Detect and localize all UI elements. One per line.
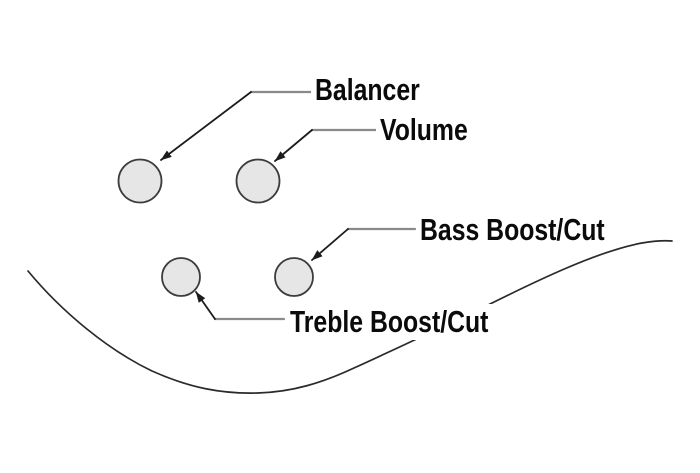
balancer-arrow: [160, 91, 252, 161]
volume-label: Volume: [376, 112, 472, 147]
treble-boost-cut-label: Treble Boost/Cut: [286, 304, 493, 340]
volume-knob: [235, 158, 281, 204]
volume-arrow: [274, 129, 313, 162]
treble-knob: [161, 257, 201, 297]
balancer-knob: [117, 158, 163, 204]
bass-arrow: [311, 228, 349, 261]
treble-arrow: [195, 291, 216, 320]
balancer-label: Balancer: [311, 72, 424, 107]
body-outline-curve: [27, 239, 673, 394]
bass-boost-cut-label: Bass Boost/Cut: [416, 212, 609, 247]
bass-knob: [274, 257, 314, 297]
